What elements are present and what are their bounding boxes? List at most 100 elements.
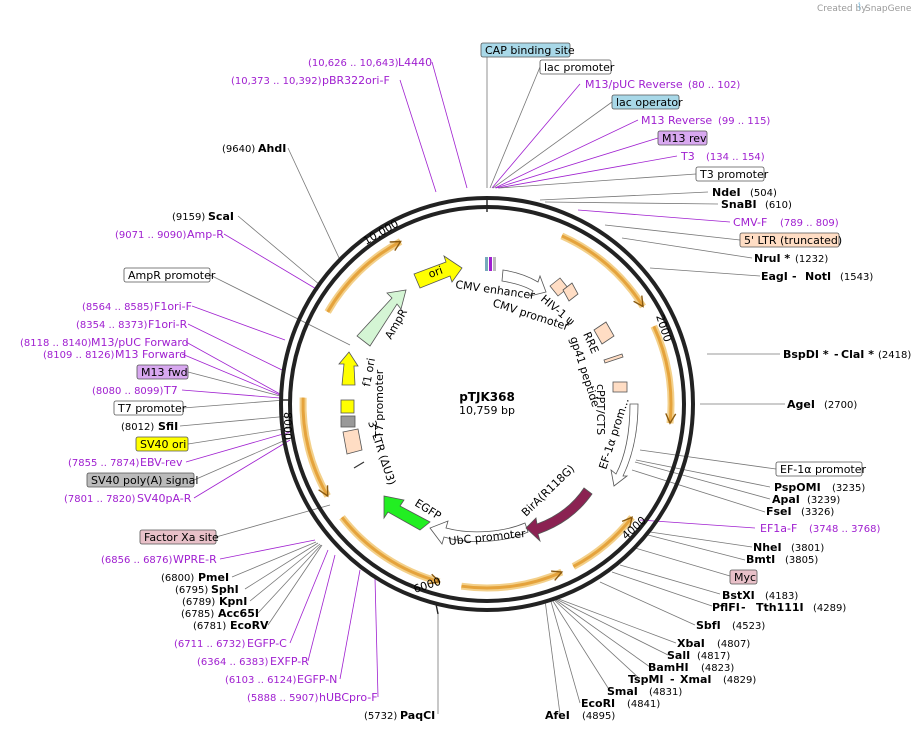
enzyme-afei: AfeI(4895) <box>545 709 615 722</box>
enzyme-bspdi-clai: BspDI * - ClaI *(2418) <box>783 348 911 361</box>
svg-text:AmpR promoter: AmpR promoter <box>128 269 216 282</box>
orf-arrowhead <box>633 295 644 308</box>
primer-wpre-r: (6856 .. 6876)WPRE-R <box>101 553 217 566</box>
plasmid-name: pTJK368 <box>459 390 515 404</box>
svg-text:SV40 ori: SV40 ori <box>140 438 186 451</box>
svg-text:Amp-R: Amp-R <box>187 228 224 241</box>
svg-text:(610): (610) <box>765 200 792 211</box>
svg-text:(6800): (6800) <box>161 573 194 584</box>
svg-text:ScaI: ScaI <box>208 210 234 223</box>
svg-text:EagI: EagI <box>761 270 788 283</box>
svg-text:KpnI: KpnI <box>219 595 247 608</box>
svg-text:(4841): (4841) <box>627 699 660 710</box>
svg-text:-: - <box>792 270 797 283</box>
orf-arc <box>326 240 402 313</box>
svg-text:BspDI *: BspDI * <box>783 348 829 361</box>
ampr-arrow <box>356 289 407 347</box>
hiv1-psi-block-2 <box>562 282 579 302</box>
enzyme-ndei: NdeI (504) <box>712 186 777 199</box>
svg-text:PaqCI: PaqCI <box>400 709 435 722</box>
svg-text:SbfI: SbfI <box>696 619 721 632</box>
svg-text:XbaI: XbaI <box>677 637 705 650</box>
svg-text:M13 rev: M13 rev <box>662 132 707 145</box>
svg-text:M13/pUC Reverse: M13/pUC Reverse <box>585 78 683 91</box>
enzyme-nhei: NheI(3801) <box>753 541 824 554</box>
primer-m13puc-reverse: M13/pUC Reverse(80 .. 102) <box>585 78 740 91</box>
svg-text:(99 .. 115): (99 .. 115) <box>718 116 770 127</box>
svg-text:(6364 .. 6383): (6364 .. 6383) <box>197 657 269 668</box>
rre-block <box>593 321 615 345</box>
box-cap-binding-site: CAP binding site <box>480 42 575 58</box>
svg-text:AhdI: AhdI <box>258 142 286 155</box>
3-ltr-label: 3' LTR (ΔU3) <box>365 419 398 487</box>
svg-text:F1ori-F: F1ori-F <box>154 300 192 313</box>
enzyme-fsei: FseI(3326) <box>766 505 834 518</box>
svg-text:SalI: SalI <box>667 649 690 662</box>
svg-text:(6711 .. 6732): (6711 .. 6732) <box>174 639 246 650</box>
svg-text:SfiI: SfiI <box>158 420 178 433</box>
orf-arc <box>461 570 563 590</box>
svg-text:(9159): (9159) <box>172 212 205 223</box>
t7-promoter-label: T7 promoter <box>373 369 386 439</box>
enzyme-ahdi: (9640)AhdI <box>222 142 286 155</box>
svg-text:(8118 .. 8140): (8118 .. 8140) <box>20 338 92 349</box>
svg-text:-: - <box>741 601 746 614</box>
svg-text:(4289): (4289) <box>813 603 846 614</box>
enzyme-snabi: SnaBI(610) <box>721 198 792 211</box>
svg-text:Acc65I: Acc65I <box>218 607 259 620</box>
svg-text:(3748 .. 3768): (3748 .. 3768) <box>809 524 881 535</box>
ef1a-promoter-arrow <box>610 403 639 487</box>
orf-arc <box>561 234 645 308</box>
orf-arrowhead <box>428 573 441 585</box>
orf-arc <box>572 516 634 568</box>
svg-text:NdeI: NdeI <box>712 186 741 199</box>
enzyme-bstxi: BstXI(4183) <box>722 589 798 602</box>
orf-arc <box>301 397 329 497</box>
egfp-arrow <box>383 495 431 531</box>
tick-8000: 8000 <box>281 412 294 440</box>
snapgene-logo-icon: ⌇ <box>857 2 862 13</box>
svg-text:Tth111I: Tth111I <box>756 601 804 614</box>
ori-label: ori <box>427 264 445 281</box>
svg-text:SmaI: SmaI <box>607 685 638 698</box>
orf-arc <box>652 325 673 424</box>
svg-text:hUBCpro-F: hUBCpro-F <box>319 691 378 704</box>
svg-text:-: - <box>834 348 839 361</box>
gp41-block <box>603 353 624 364</box>
svg-text:T3 promoter: T3 promoter <box>699 168 769 181</box>
svg-text:(1232): (1232) <box>795 254 828 265</box>
primer-t3: T3(134 .. 154) <box>680 150 765 163</box>
t7-block <box>340 399 355 414</box>
svg-text:(4831): (4831) <box>649 687 682 698</box>
ori-arrow <box>413 255 463 289</box>
svg-text:(10,373 .. 10,392): (10,373 .. 10,392) <box>231 76 322 87</box>
svg-text:L4440: L4440 <box>398 56 432 69</box>
primer-amp-r: (9071 .. 9090)Amp-R <box>115 228 224 241</box>
cmv-promoter-arrow <box>501 269 547 297</box>
svg-text:(8109 .. 8126): (8109 .. 8126) <box>43 350 115 361</box>
enzyme-pflfi-tth111i: PflFI - Tth111I(4289) <box>712 601 846 614</box>
svg-text:EF1a-F: EF1a-F <box>760 522 797 535</box>
enzyme-pspomi: PspOMI(3235) <box>774 481 865 494</box>
svg-text:Myc: Myc <box>734 571 756 584</box>
primer-egfp-c: (6711 .. 6732)EGFP-C <box>174 637 287 650</box>
svg-text:(2418): (2418) <box>878 350 911 361</box>
bira-arrow <box>525 487 593 543</box>
cppt-label: cPPT/CTS <box>594 384 607 435</box>
enzyme-nrui: NruI *(1232) <box>754 252 828 265</box>
primer-sv40pa-r: (7801 .. 7820)SV40pA-R <box>64 492 192 505</box>
svg-text:(504): (504) <box>750 188 777 199</box>
f1ori-arrow <box>338 351 359 386</box>
svg-text:(3239): (3239) <box>807 495 840 506</box>
svg-text:EGFP-C: EGFP-C <box>247 637 287 650</box>
primer-m13-reverse: M13 Reverse(99 .. 115) <box>641 114 770 127</box>
sv40-block <box>340 415 356 428</box>
orf-arcs <box>299 232 677 592</box>
svg-text:(10,626 .. 10,643): (10,626 .. 10,643) <box>308 58 399 69</box>
box-5-ltr: 5' LTR (truncated) <box>739 232 842 248</box>
svg-text:(5888 .. 5907): (5888 .. 5907) <box>247 693 319 704</box>
svg-text:T7 promoter: T7 promoter <box>117 402 187 415</box>
svg-text:(3805): (3805) <box>785 555 818 566</box>
svg-text:T7: T7 <box>163 384 178 397</box>
svg-text:(8080 .. 8099): (8080 .. 8099) <box>92 386 164 397</box>
